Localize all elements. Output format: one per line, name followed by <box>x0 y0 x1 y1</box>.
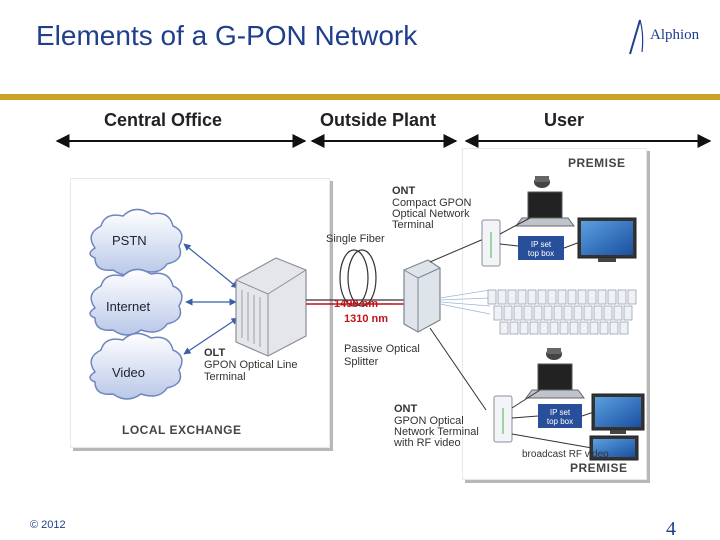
local-exchange-label: LOCAL EXCHANGE <box>122 423 242 437</box>
olt-description-line1: GPON Optical Line <box>204 359 298 371</box>
settop-bottom-line2: top box <box>546 417 574 427</box>
tv-top-icon <box>577 217 637 262</box>
video-label: Video <box>112 365 146 380</box>
settop-top-line1: IP set <box>530 240 552 249</box>
ont-top-device-icon <box>481 219 501 267</box>
slide-title: Elements of a G-PON Network <box>36 20 418 51</box>
ont-bottom-heading: ONT <box>394 403 418 415</box>
column-label-outside-plant: Outside Plant <box>320 110 437 130</box>
splitter-label-line2: Splitter <box>344 356 379 368</box>
column-label-user: User <box>544 110 585 130</box>
copyright: © 2012 <box>30 519 66 531</box>
ont-bottom-line2: Network Terminal <box>394 426 479 438</box>
pstn-label: PSTN <box>112 233 147 248</box>
tv-broadcast-icon <box>589 435 639 461</box>
pstn-cloud-icon <box>89 208 183 276</box>
passive-splitter-icon <box>403 259 441 333</box>
premise-bottom-label: PREMISE <box>570 461 628 475</box>
settop-bottom-line1: IP set <box>549 408 571 417</box>
olt-chassis-icon <box>235 257 307 357</box>
settop-top-label: IP set top box <box>520 240 562 258</box>
ont-bottom-device-icon <box>493 395 513 443</box>
laptop-bottom-icon <box>525 363 585 399</box>
laptop-top-icon <box>515 191 575 227</box>
settop-top-icon <box>518 236 564 260</box>
settop-top-line2: top box <box>527 249 555 259</box>
broadcast-rf-label: broadcast RF video <box>522 449 609 460</box>
video-cloud-icon <box>89 332 183 400</box>
ont-array-icon <box>487 289 637 335</box>
ont-top-line1: Compact GPON <box>392 197 472 209</box>
settop-bottom-label: IP set top box <box>539 408 581 426</box>
settop-bottom-icon <box>538 404 582 428</box>
wavelength-1310-label: 1310 nm <box>344 313 389 325</box>
ont-top-line3: Terminal <box>392 219 434 231</box>
ont-bottom-line1: GPON Optical <box>394 415 464 427</box>
phone-bottom-icon <box>546 348 562 360</box>
internet-label: Internet <box>106 299 151 314</box>
logo-text: Alphion <box>650 27 700 43</box>
ont-top-heading: ONT <box>392 185 416 197</box>
column-label-central-office: Central Office <box>104 110 223 130</box>
single-fiber-label: Single Fiber <box>326 233 385 245</box>
olt-description-line2: Terminal <box>204 371 246 383</box>
splitter-label-line1: Passive Optical <box>344 343 420 355</box>
single-fiber-loop-icon <box>339 249 377 307</box>
tv-bottom-icon <box>591 393 645 434</box>
alphion-logo-icon <box>629 19 644 55</box>
ont-bottom-line3: with RF video <box>394 437 461 449</box>
wavelength-1490-label: 1490 nm — <box>334 298 393 310</box>
ont-top-line2: Optical Network <box>392 208 470 220</box>
internet-cloud-icon <box>89 268 183 336</box>
phone-top-icon <box>534 176 550 188</box>
premise-top-label: PREMISE <box>568 156 626 170</box>
page-number: 4 <box>666 518 676 540</box>
olt-heading: OLT <box>204 347 226 359</box>
accent-bar <box>0 94 720 100</box>
